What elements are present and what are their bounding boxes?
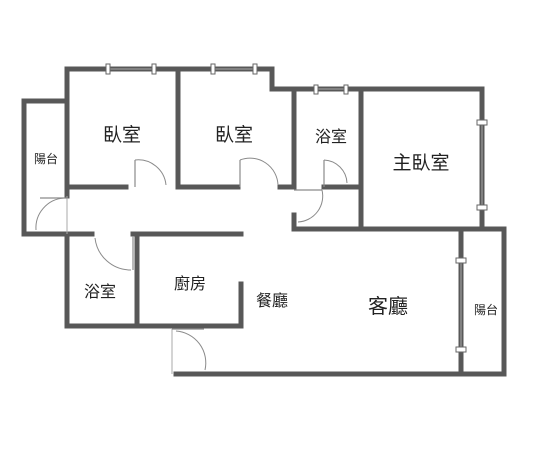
door-swing xyxy=(239,157,279,186)
label-kitchen: 廚房 xyxy=(174,274,206,293)
door-swing xyxy=(94,237,132,271)
door-swing xyxy=(35,197,65,231)
window-markers xyxy=(105,63,488,353)
window-marker xyxy=(105,63,111,75)
label-bathroom-lower: 浴室 xyxy=(84,282,116,301)
label-balcony-right: 陽台 xyxy=(474,302,498,317)
label-balcony-left: 陽台 xyxy=(34,151,58,166)
doors xyxy=(35,157,348,371)
railing-marker xyxy=(476,119,488,126)
door-swing xyxy=(297,189,324,223)
window-marker xyxy=(210,63,216,75)
label-bedroom-1: 臥室 xyxy=(103,124,141,146)
walls xyxy=(21,66,507,377)
door-swing xyxy=(323,159,348,184)
railing-marker xyxy=(455,257,467,264)
windows xyxy=(66,68,483,374)
label-dining-room: 餐廳 xyxy=(256,291,288,310)
wall-top xyxy=(64,66,485,232)
room-labels: 臥室 臥室 浴室 主臥室 陽台 浴室 廚房 餐廳 客廳 陽台 xyxy=(34,124,498,318)
door-swing xyxy=(175,330,207,371)
wall-master-bottom xyxy=(291,212,507,377)
label-master-bedroom: 主臥室 xyxy=(392,152,449,174)
window-marker xyxy=(313,84,319,95)
window-marker xyxy=(252,63,258,75)
railing-marker xyxy=(455,346,467,353)
label-bathroom-upper: 浴室 xyxy=(315,127,347,146)
label-living-room: 客廳 xyxy=(368,294,408,318)
label-bedroom-2: 臥室 xyxy=(215,124,253,146)
door-swing xyxy=(134,159,167,186)
window-marker xyxy=(151,63,157,75)
window-marker xyxy=(343,84,349,95)
railing-marker xyxy=(476,204,488,211)
wall-left-balcony xyxy=(21,98,70,237)
